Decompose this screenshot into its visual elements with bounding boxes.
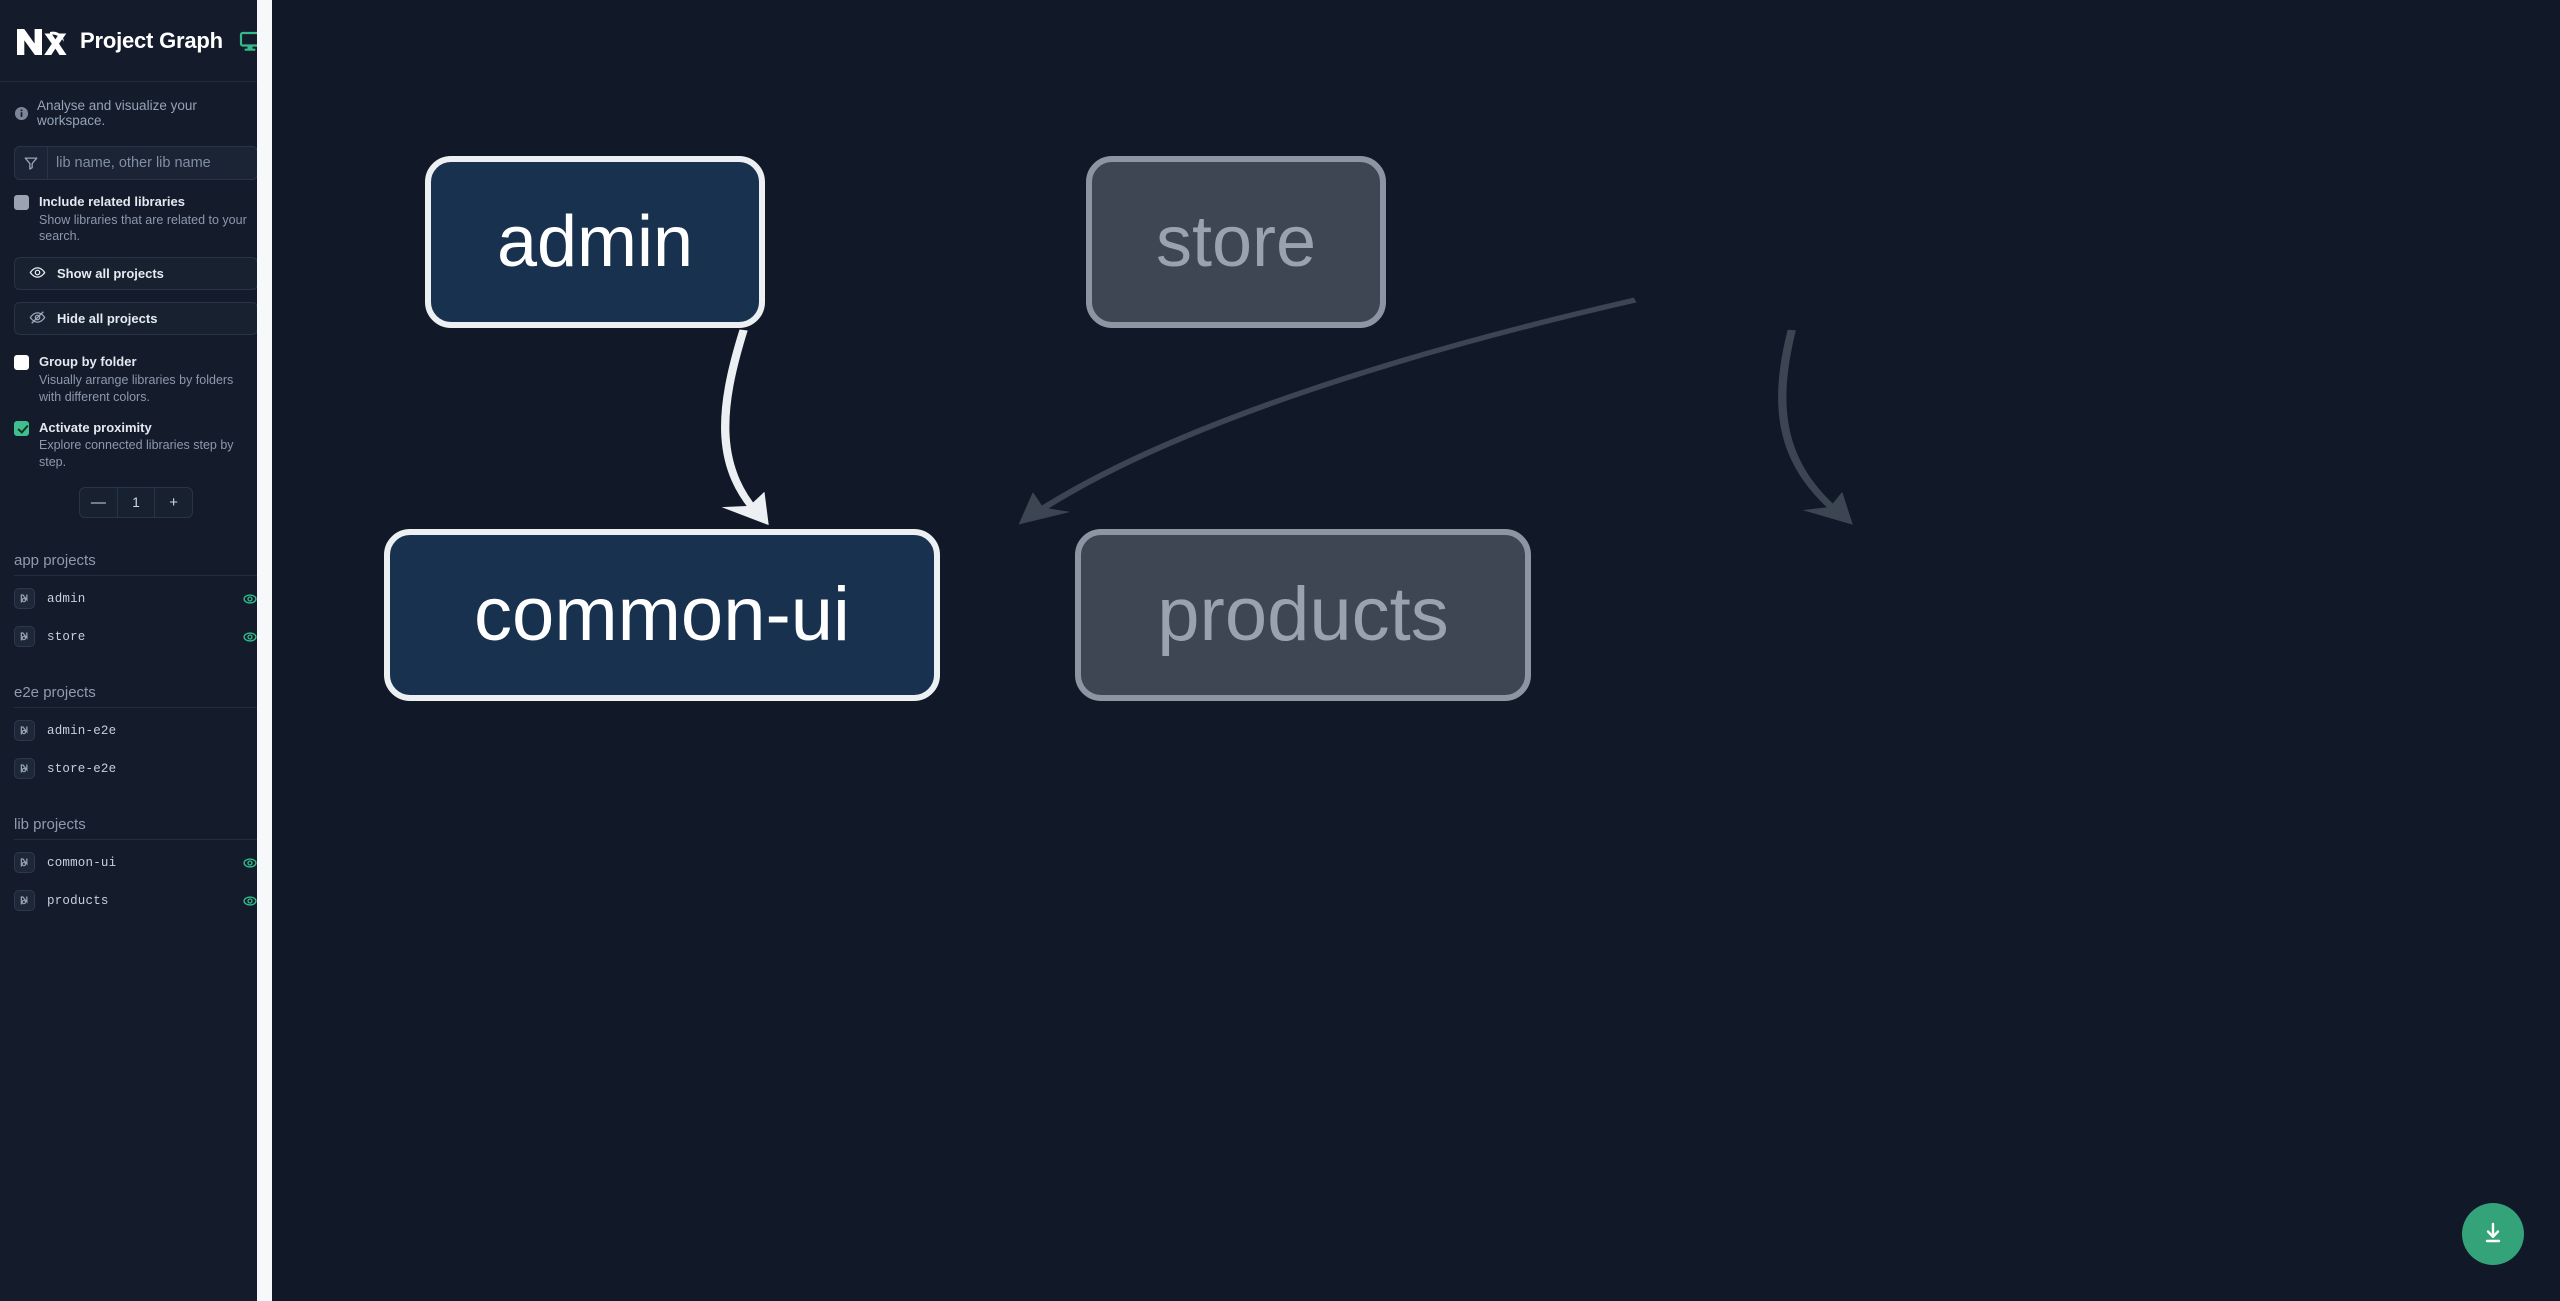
nx-project-icon <box>14 720 35 742</box>
sidebar-tagline: Analyse and visualize your workspace. <box>0 82 272 138</box>
project-name: products <box>47 893 109 908</box>
option-group-by-folder[interactable]: Group by folder Visually arrange librari… <box>14 353 258 405</box>
project-name: store-e2e <box>47 761 117 776</box>
download-graph-button[interactable] <box>2462 1203 2524 1265</box>
graph-node-label: common-ui <box>474 572 850 657</box>
proximity-value: 1 <box>116 487 156 517</box>
eye-off-icon <box>29 309 46 329</box>
edge-store-to-common-ui <box>1018 297 1637 525</box>
page-title: Project Graph <box>80 27 223 53</box>
sidebar-scrollbar[interactable] <box>257 0 272 1301</box>
project-row-common-ui[interactable]: common-ui <box>14 844 258 882</box>
eye-icon[interactable] <box>242 893 258 909</box>
option-label: Group by folder <box>39 354 137 370</box>
activate-proximity-checkbox[interactable] <box>14 420 29 436</box>
sidebar: Project Graph Analyse and visualize your… <box>0 0 273 1301</box>
sidebar-controls: Include related libraries Show libraries… <box>0 138 272 518</box>
hide-all-projects-label: Hide all projects <box>57 311 158 327</box>
proximity-decrement-button[interactable]: — <box>90 493 106 511</box>
project-row-admin-e2e[interactable]: admin-e2e <box>14 712 258 750</box>
proximity-increment-button[interactable]: + <box>169 493 179 511</box>
include-related-libraries-checkbox[interactable] <box>14 195 29 210</box>
eye-icon[interactable] <box>242 591 258 607</box>
filter-icon[interactable] <box>15 147 48 179</box>
option-label: Activate proximity <box>39 419 152 435</box>
graph-canvas[interactable]: admin store common-ui products <box>272 0 2560 1301</box>
option-description: Show libraries that are related to your … <box>39 212 247 244</box>
project-row-store-e2e[interactable]: store-e2e <box>14 750 258 788</box>
option-description: Visually arrange libraries by folders wi… <box>39 372 234 404</box>
download-icon <box>2480 1220 2506 1249</box>
graph-node-common-ui[interactable]: common-ui <box>384 529 940 701</box>
search-row <box>14 146 258 180</box>
graph-node-label: admin <box>496 202 694 282</box>
nx-logo-icon <box>14 21 68 61</box>
info-icon <box>14 106 29 121</box>
graph-edges <box>721 297 1853 526</box>
option-include-related-libraries[interactable]: Include related libraries Show libraries… <box>14 193 258 245</box>
graph-node-admin[interactable]: admin <box>425 156 765 328</box>
show-all-projects-label: Show all projects <box>57 266 164 282</box>
group-by-folder-checkbox[interactable] <box>14 355 29 371</box>
project-sections: app projects admin <box>0 552 272 920</box>
proximity-stepper: — 1 + <box>79 486 193 518</box>
nx-project-icon <box>14 588 35 610</box>
hide-all-projects-button[interactable]: Hide all projects <box>14 302 258 336</box>
option-label: Include related libraries <box>39 194 185 209</box>
nx-project-icon <box>14 758 35 780</box>
project-row-admin[interactable]: admin <box>14 580 258 618</box>
edge-store-to-products <box>1778 329 1853 525</box>
project-name: store <box>47 629 86 644</box>
show-all-projects-button[interactable]: Show all projects <box>14 257 258 291</box>
section-title-e2e-projects: e2e projects <box>14 684 258 708</box>
project-name: common-ui <box>47 855 117 870</box>
project-name: admin <box>47 591 86 606</box>
graph-node-products[interactable]: products <box>1075 529 1531 701</box>
graph-node-label: store <box>1155 202 1317 282</box>
edge-admin-to-common-ui <box>721 329 769 526</box>
project-row-store[interactable]: store <box>14 618 258 656</box>
option-description: Explore connected libraries step by step… <box>39 438 234 470</box>
project-row-products[interactable]: products <box>14 882 258 920</box>
nx-project-icon <box>14 890 35 912</box>
eye-icon[interactable] <box>242 855 258 871</box>
nx-project-icon <box>14 852 35 874</box>
tagline-text: Analyse and visualize your workspace. <box>37 98 197 128</box>
section-title-app-projects: app projects <box>14 552 258 576</box>
project-name: admin-e2e <box>47 723 117 738</box>
graph-node-label: products <box>1157 572 1449 657</box>
sidebar-header: Project Graph <box>0 0 272 82</box>
graph-node-store[interactable]: store <box>1086 156 1386 328</box>
section-title-lib-projects: lib projects <box>14 816 258 840</box>
search-input[interactable] <box>48 147 257 179</box>
option-activate-proximity[interactable]: Activate proximity Explore connected lib… <box>14 419 258 471</box>
eye-icon <box>29 264 46 284</box>
nx-project-icon <box>14 626 35 648</box>
eye-icon[interactable] <box>242 629 258 645</box>
